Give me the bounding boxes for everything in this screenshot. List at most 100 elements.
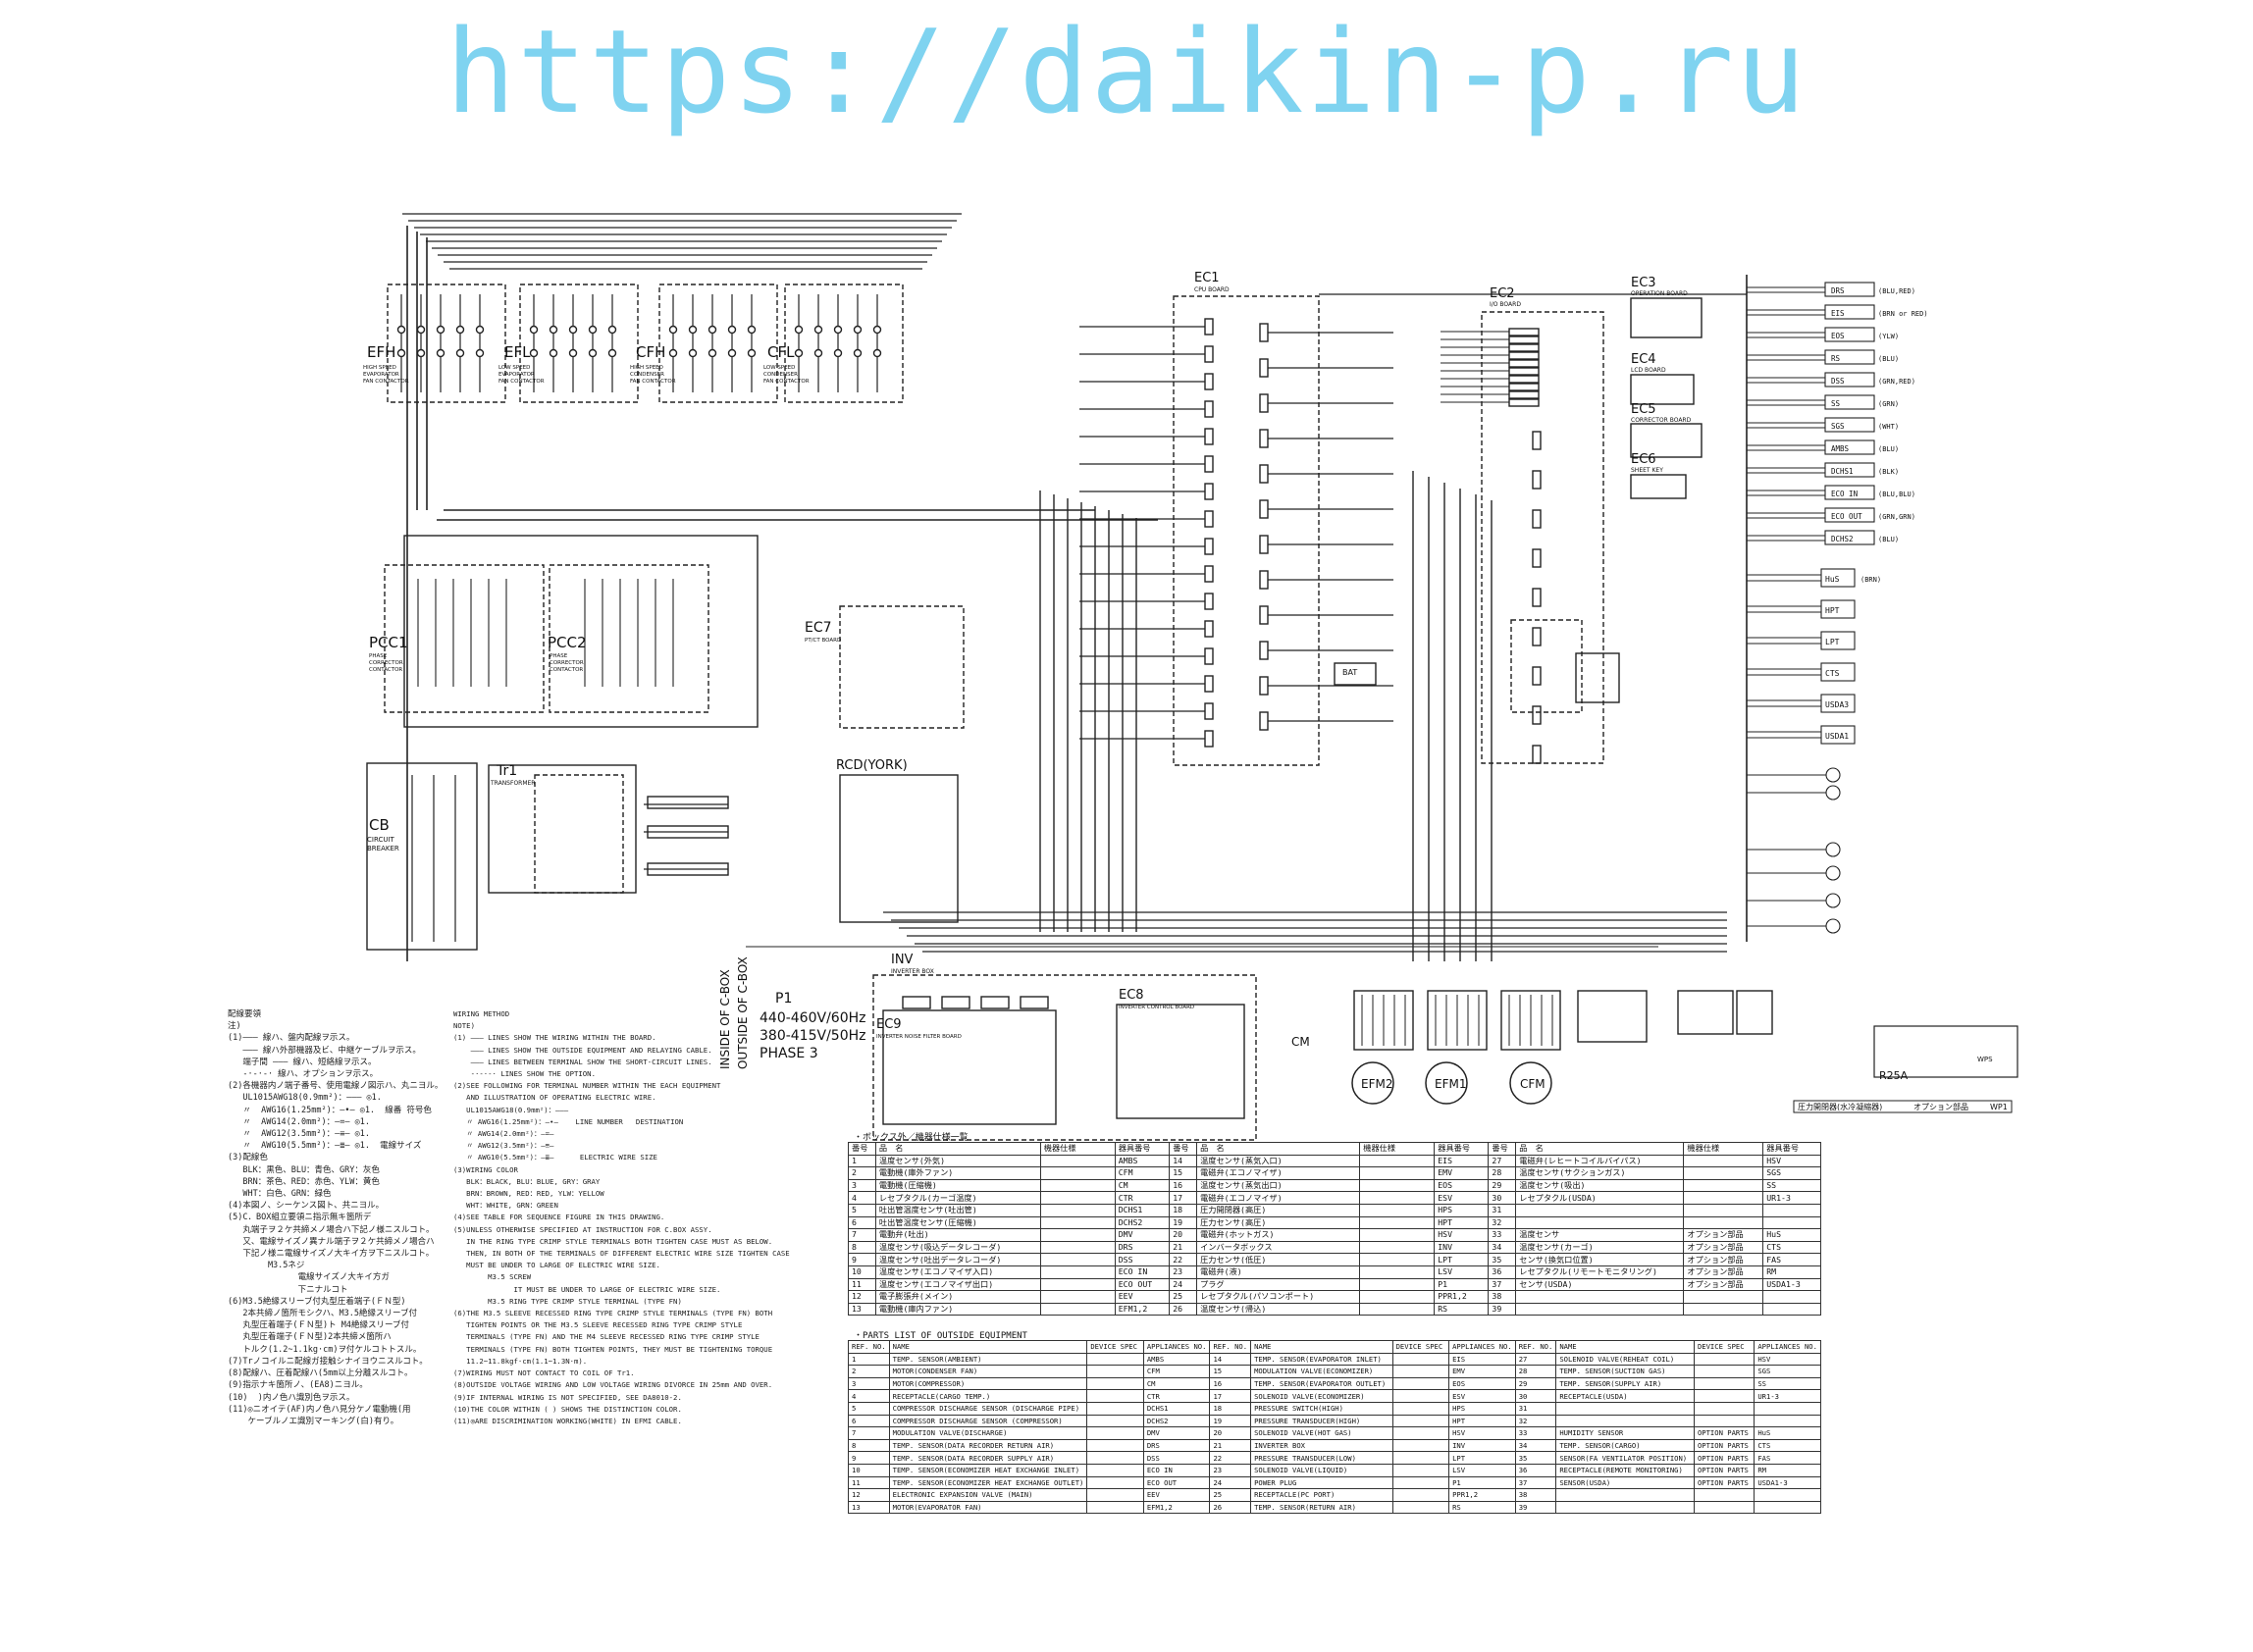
sensor-box: [1824, 439, 1875, 455]
compressor-cm-label: CM: [1291, 1035, 1310, 1049]
table-cell: 27: [1514, 1352, 1557, 1367]
table-cell: 5: [848, 1203, 876, 1217]
table-cell: [1391, 1438, 1450, 1453]
table-header-cell: APPLIANCES NO.: [1448, 1340, 1516, 1354]
ec4-label: EC4: [1631, 352, 1656, 367]
table-jp-title: ・ボックス外／機器仕様一覧: [854, 1133, 969, 1143]
table-cell: SOLENOID VALVE(HOT GAS): [1250, 1426, 1393, 1440]
table-cell: オプション部品: [1683, 1228, 1764, 1242]
table-header-cell: 機器仕様: [1683, 1142, 1764, 1156]
table-cell: 温度センサ(蒸気入口): [1196, 1154, 1361, 1168]
table-cell: ECO IN: [1114, 1265, 1171, 1279]
table-cell: LPT: [1434, 1253, 1490, 1266]
sensor-box: [1824, 462, 1875, 478]
table-cell: 10: [848, 1265, 876, 1279]
table-cell: 12: [848, 1488, 890, 1502]
table-cell: OPTION PARTS: [1693, 1426, 1755, 1440]
table-cell: USDA1-3: [1762, 1277, 1821, 1292]
table-header-cell: REF. NO.: [1514, 1340, 1557, 1354]
sensor-wire-color: (BLU,BLU): [1878, 490, 1915, 498]
legend-wps: WPS: [1977, 1056, 1993, 1063]
table-cell: [1039, 1178, 1116, 1193]
table-cell: AMBS: [1114, 1154, 1171, 1168]
contactor-efl-desc2: EVAPORATOR: [498, 372, 535, 378]
contactor-efl-code: EFL: [504, 343, 531, 361]
power-plug-label: P1: [775, 991, 792, 1007]
table-cell: PRESSURE TRANSDUCER(HIGH): [1250, 1414, 1393, 1428]
table-cell: 電子膨張弁(メイン): [874, 1290, 1041, 1304]
sensor-wire-color: (BLU,RED): [1878, 287, 1915, 295]
ec1-sub: CPU BOARD: [1194, 286, 1230, 293]
table-cell: [1683, 1290, 1764, 1304]
watermark-url: https://daikin-p.ru: [445, 4, 1808, 139]
table-cell: [1693, 1365, 1755, 1378]
table-cell: COMPRESSOR DISCHARGE SENSOR (DISCHARGE P…: [888, 1401, 1088, 1416]
sensor-wire-color: (GRN,GRN): [1878, 513, 1915, 521]
sensor-box: [1824, 530, 1875, 545]
table-cell: AMBS: [1142, 1352, 1211, 1367]
legend-option: オプション部品: [1913, 1102, 1968, 1111]
table-cell: 電磁弁(ホットガス): [1196, 1228, 1361, 1242]
table-cell: [1086, 1389, 1144, 1403]
table-cell: RECEPTACLE(CARGO TEMP.): [888, 1389, 1088, 1403]
table-cell: [1683, 1191, 1764, 1205]
contactor-cfh-code: CFH: [636, 343, 665, 361]
table-cell: [1039, 1253, 1116, 1266]
table-cell: ESV: [1434, 1191, 1490, 1205]
table-cell: 3: [848, 1376, 890, 1391]
table-cell: TEMP. SENSOR(EVAPORATOR INLET): [1250, 1352, 1393, 1367]
contactor-cfl-desc2: CONDENSER: [763, 372, 798, 378]
contactor-efh-code: EFH: [367, 343, 395, 361]
power-voltage-60hz: 440-460V/60Hz: [760, 1010, 865, 1026]
table-header-cell: 器具番号: [1762, 1142, 1821, 1156]
table-cell: 21: [1209, 1438, 1252, 1453]
table-header-cell: 器具番号: [1114, 1142, 1171, 1156]
table-cell: [1683, 1215, 1764, 1230]
table-cell: 1: [848, 1352, 890, 1367]
table-cell: [1039, 1277, 1116, 1292]
table-cell: 27: [1488, 1154, 1517, 1168]
sensor-box: [1824, 485, 1875, 500]
table-cell: [1086, 1500, 1144, 1515]
motor-efm1-symbol: [1425, 1061, 1468, 1105]
table-cell: RECEPTACLE(REMOTE MONITORING): [1555, 1463, 1695, 1477]
contactor-efl-desc3: FAN CONTACTOR: [498, 379, 545, 385]
table-cell: センサ(換気口位置): [1515, 1253, 1685, 1266]
motors: EFM2 EFM1 CFM CM: [1291, 1035, 1552, 1105]
table-cell: ELECTRONIC EXPANSION VALVE (MAIN): [888, 1488, 1088, 1502]
table-cell: [1039, 1154, 1116, 1168]
table-cell: 11: [848, 1277, 876, 1292]
table-cell: [1391, 1401, 1450, 1416]
table-cell: 33: [1488, 1228, 1517, 1242]
table-cell: UR1-3: [1762, 1191, 1821, 1205]
table-cell: ESV: [1448, 1389, 1516, 1403]
table-cell: HuS: [1762, 1228, 1821, 1242]
table-cell: [1086, 1401, 1144, 1416]
outside-cbox-label: OUTSIDE OF C-BOX: [736, 956, 750, 1069]
sensor-code: EIS: [1831, 309, 1845, 318]
table-cell: EFM1,2: [1142, 1500, 1211, 1515]
sensor-box: [1824, 282, 1875, 297]
table-header-cell: 番号: [1169, 1142, 1198, 1156]
ec2-label: EC2: [1490, 286, 1515, 301]
table-cell: 38: [1488, 1290, 1517, 1304]
table-cell: 電動機(圧縮機): [874, 1178, 1041, 1193]
table-cell: [1086, 1438, 1144, 1453]
table-cell: インバータボックス: [1196, 1240, 1361, 1255]
table-cell: 17: [1169, 1191, 1198, 1205]
table-cell: CFM: [1114, 1166, 1171, 1180]
table-cell: [1762, 1215, 1821, 1230]
pressure-switch-legend: R25A WPS 圧力開閉器(水冷凝縮器) オプション部品 WP1: [1793, 1025, 2018, 1113]
table-cell: 30: [1488, 1191, 1517, 1205]
table-header-cell: REF. NO.: [1209, 1340, 1252, 1354]
table-cell: オプション部品: [1683, 1265, 1764, 1279]
table-cell: [1683, 1166, 1764, 1180]
table-cell: RECEPTACLE(PC PORT): [1250, 1488, 1393, 1502]
